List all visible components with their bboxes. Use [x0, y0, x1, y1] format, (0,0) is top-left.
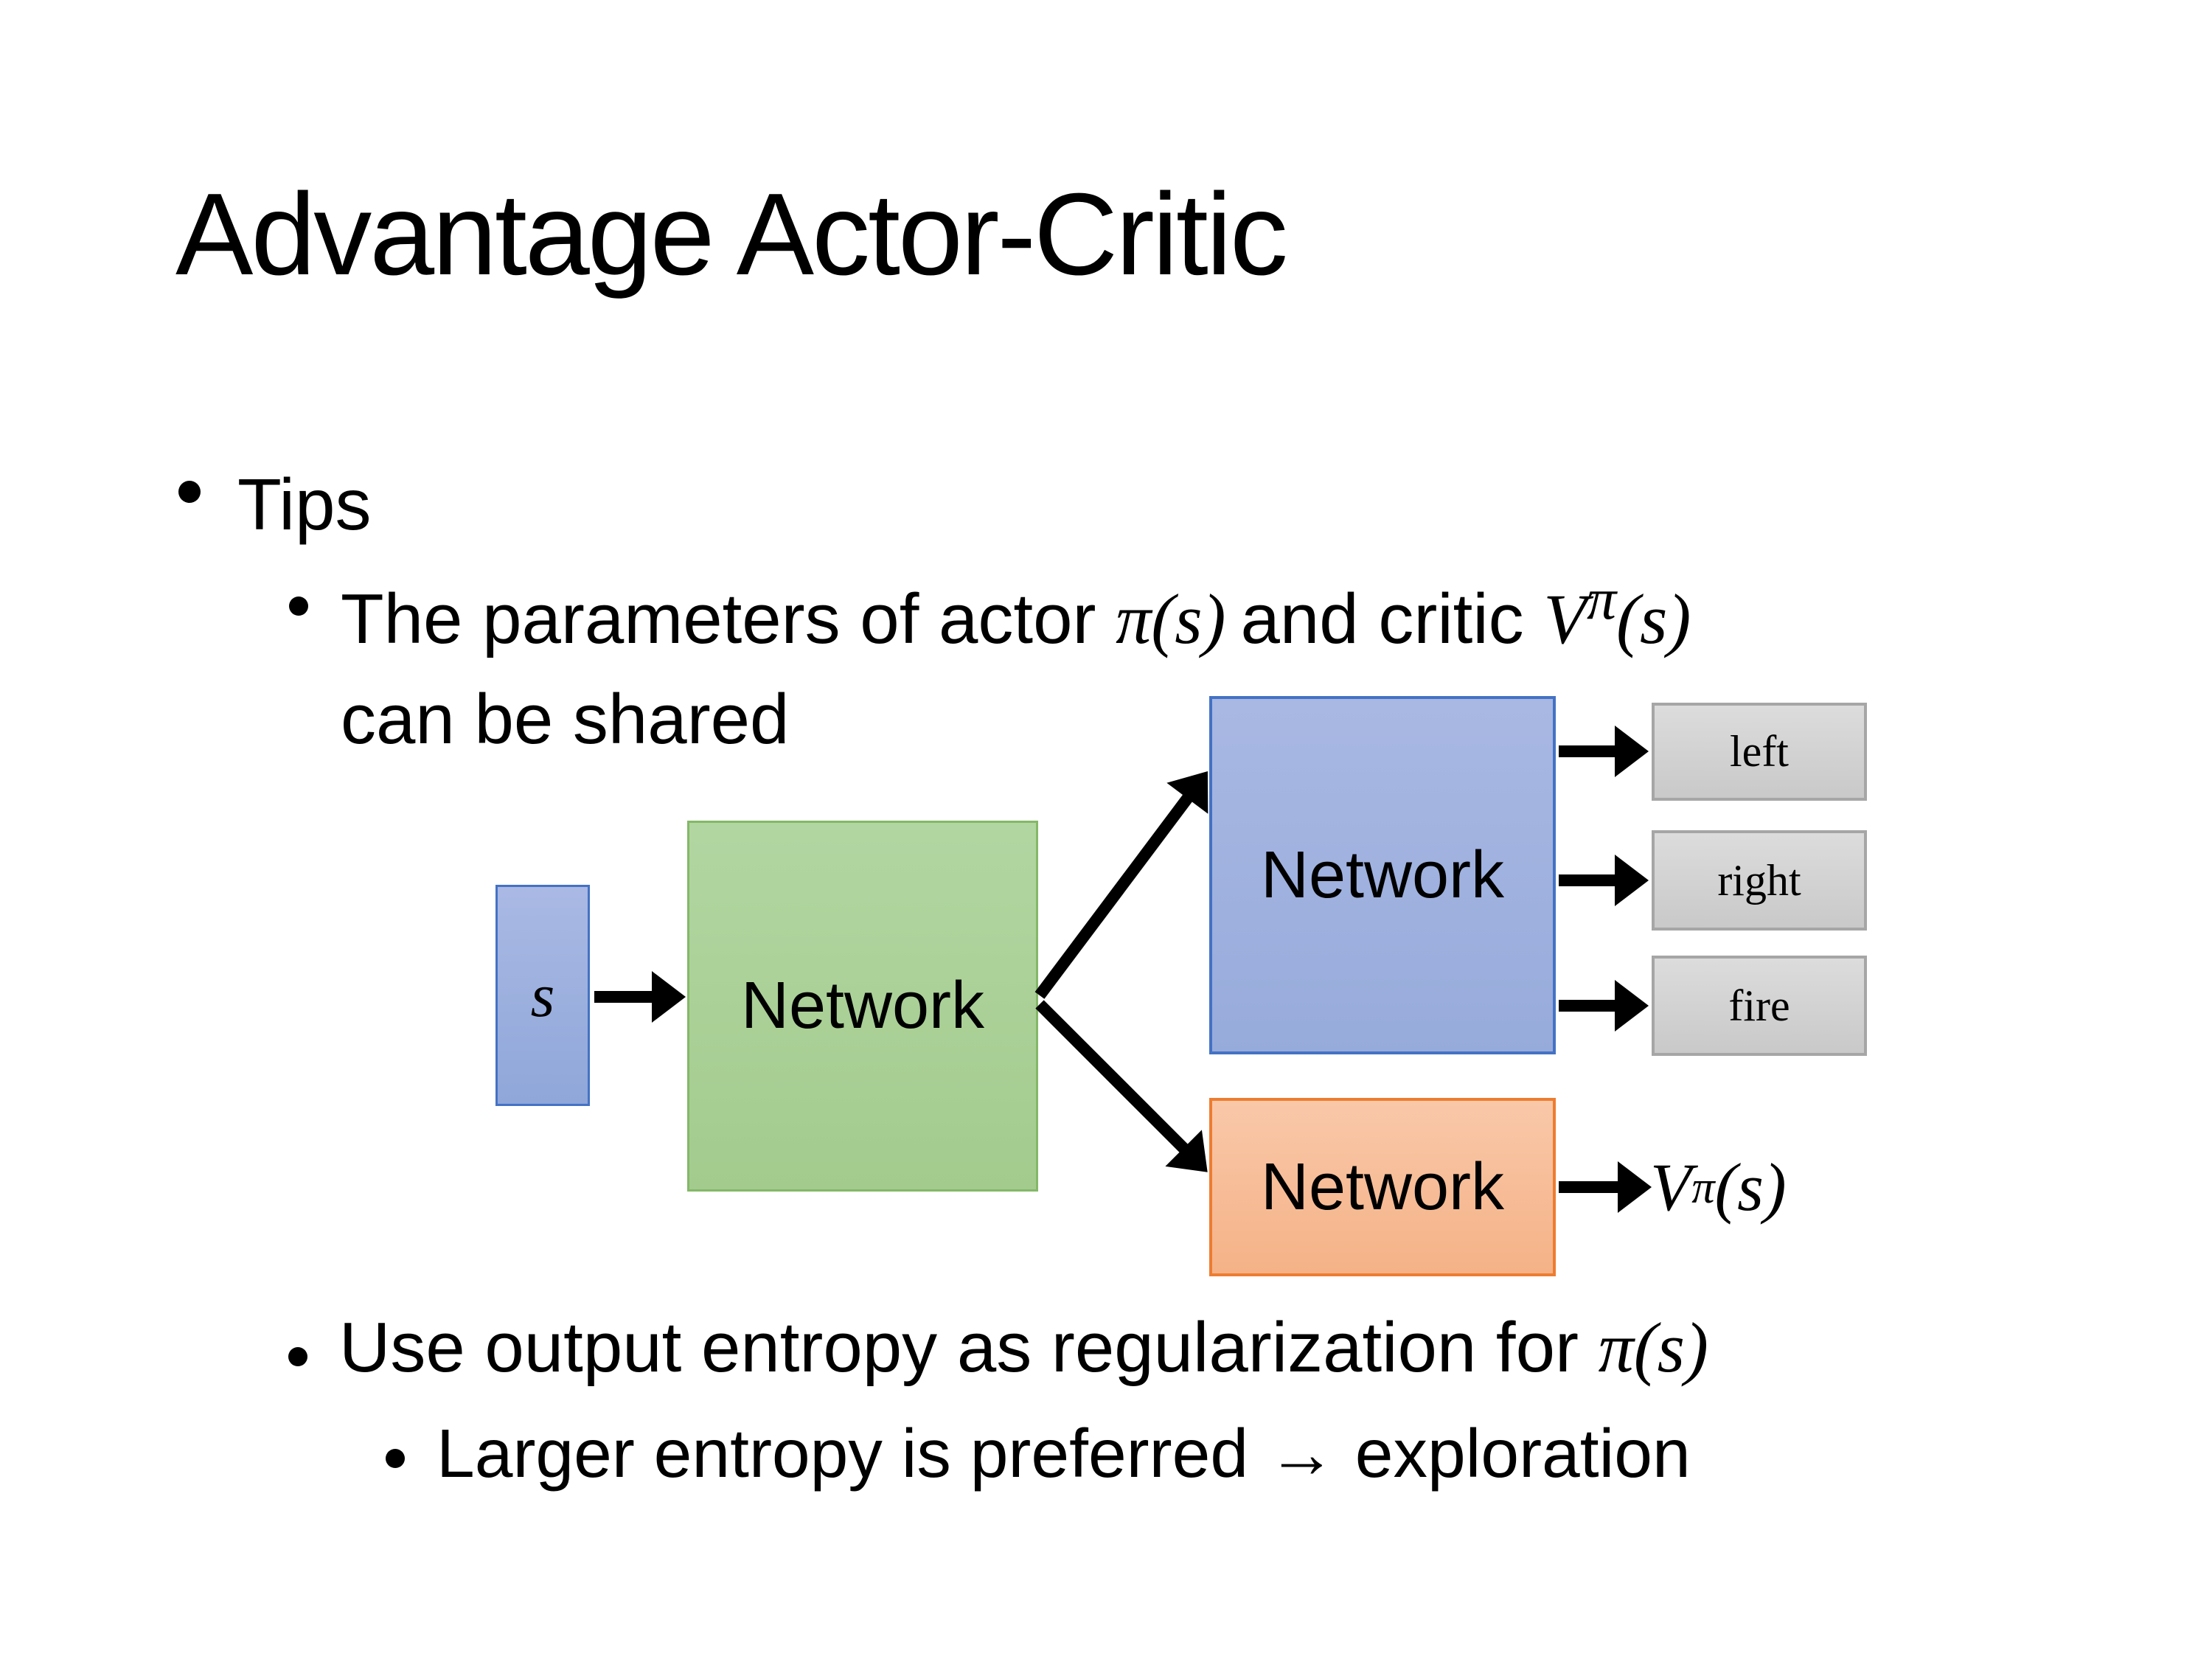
action-box-fire: fire [1652, 956, 1867, 1056]
bullet-entropy-text: Use output entropy as regularization for [339, 1308, 1599, 1387]
arrow-critic-to-value [1559, 1161, 1652, 1213]
actor-network-box: Network [1209, 696, 1556, 1054]
arrow-shaft [1559, 1181, 1621, 1193]
arrow-head [1618, 1161, 1652, 1213]
arrow-head [652, 971, 686, 1023]
arrow-head [1615, 980, 1649, 1032]
arrow-shared-to-critic [1021, 986, 1226, 1191]
bullet-entropy-regularization: Use output entropy as regularization for… [339, 1312, 1708, 1383]
bullet-parameters-shared: The parameters of actor π(s)and critic V… [341, 549, 1691, 770]
value-args: (s) [1714, 1150, 1787, 1225]
action-box-right: right [1652, 830, 1867, 931]
arrow-shared-to-actor [1019, 755, 1228, 1011]
action-box-left: left [1652, 703, 1867, 801]
bullet-parameters-text2: and critic [1240, 580, 1544, 658]
arrow-shaft [1035, 1000, 1190, 1155]
arrow-head [1615, 726, 1649, 777]
shared-network-label: Network [740, 969, 985, 1043]
math-pi-s-2: π(s) [1598, 1308, 1708, 1387]
math-pi-s: π(s) [1116, 580, 1226, 658]
bullet-dot [289, 597, 308, 616]
page-title: Advantage Actor-Critic [175, 170, 1288, 299]
math-value-base: V [1543, 580, 1587, 658]
math-value-sup: π [1586, 567, 1617, 632]
critic-network-box: Network [1209, 1098, 1556, 1276]
arrow-actor-to-left [1559, 726, 1649, 777]
bullet-dot [288, 1347, 307, 1366]
value-base: V [1650, 1150, 1692, 1225]
state-box: s [495, 885, 590, 1106]
bullet-larger-entropy: Larger entropy is preferred → exploratio… [437, 1415, 1691, 1492]
action-label-left: left [1730, 727, 1789, 776]
bullet-tips-label: Tips [237, 464, 372, 545]
arrow-shaft [594, 991, 655, 1003]
arrow-actor-to-right [1559, 855, 1649, 906]
arrow-actor-to-fire [1559, 980, 1649, 1032]
state-label: s [530, 961, 555, 1030]
critic-network-label: Network [1260, 1150, 1505, 1224]
math-value-args: (s) [1616, 580, 1691, 658]
actor-network-label: Network [1260, 838, 1505, 912]
bullet-parameters-text: The parameters of actor [341, 580, 1116, 658]
action-label-right: right [1717, 855, 1801, 905]
action-label-fire: fire [1728, 981, 1790, 1030]
bullet-parameters-line2: can be shared [341, 680, 790, 759]
arrow-head [1615, 855, 1649, 906]
bullet-dot [386, 1449, 405, 1468]
shared-network-box: Network [687, 821, 1038, 1192]
arrow-shaft [1034, 792, 1194, 999]
arrow-state-to-shared [594, 971, 686, 1023]
arrow-shaft [1559, 874, 1618, 886]
arrow-shaft [1559, 745, 1618, 757]
bullet-dot [178, 481, 201, 503]
arrow-shaft [1559, 1000, 1618, 1012]
